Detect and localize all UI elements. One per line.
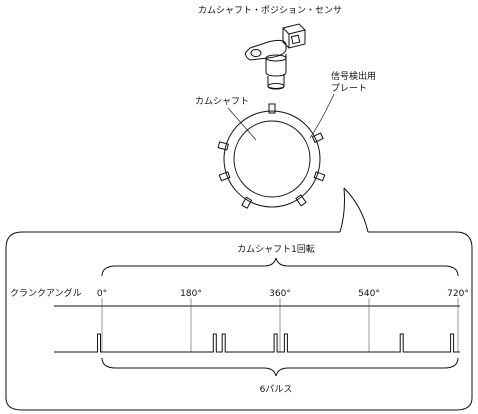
bubble-pointer-right: [343, 187, 369, 233]
plate-tab: [218, 171, 231, 182]
pulse-count-label: 6パルス: [260, 384, 293, 395]
plate-tab: [313, 171, 326, 182]
pulse-waveform: [54, 333, 460, 353]
top-brace: [101, 257, 459, 277]
plate-label-line1: 信号検出用: [331, 70, 376, 82]
plate-leader: [309, 93, 335, 139]
callout-box: [5, 231, 473, 411]
sensor-title: カムシャフト・ポジション・センサ: [198, 5, 342, 16]
angle-tick-label: 180°: [180, 289, 202, 299]
angle-tick-label: 0°: [97, 289, 107, 299]
plate-label-line2: プレート: [331, 83, 367, 94]
pulse-train: [54, 333, 460, 353]
plate-tab: [217, 141, 229, 151]
crank-angle-label: クランクアングル: [10, 287, 82, 299]
plate-tab: [268, 103, 276, 114]
sensor-icon: [245, 23, 306, 90]
angle-gridlines: [101, 298, 459, 352]
camshaft-label: カムシャフト: [195, 96, 249, 107]
plate-tab: [295, 194, 307, 207]
bubble-pointer-left: [339, 187, 345, 233]
bottom-brace: [101, 357, 459, 377]
plate-tab: [241, 196, 253, 209]
detection-plate: [217, 103, 326, 209]
plate-tab: [311, 132, 324, 143]
one-rotation-label: カムシャフト1回転: [237, 244, 315, 255]
angle-ticks: 0° 180° 360° 540° 720°: [97, 289, 469, 299]
angle-tick-label: 360°: [269, 289, 291, 299]
camshaft-leader: [227, 107, 257, 141]
angle-tick-label: 720°: [447, 289, 469, 299]
angle-tick-label: 540°: [358, 289, 380, 299]
